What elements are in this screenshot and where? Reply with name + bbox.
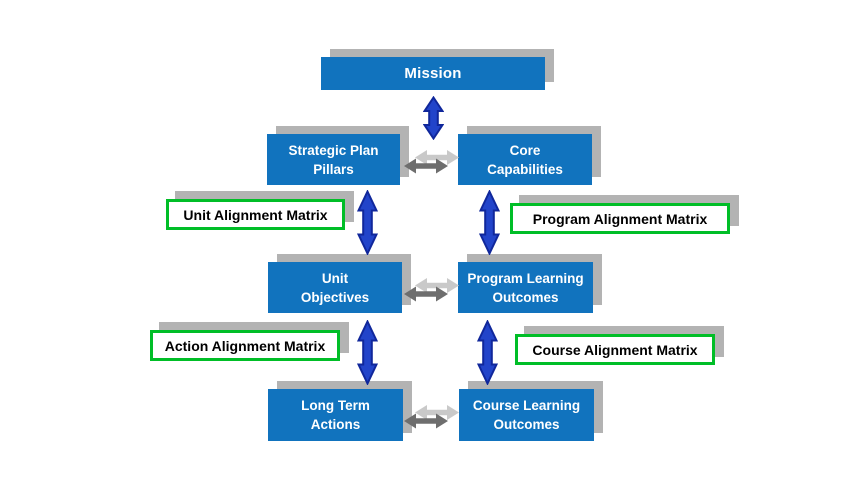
course-alignment-matrix-label: Course Alignment Matrix xyxy=(515,326,724,365)
core-capabilities-label: Core Capabilities xyxy=(487,142,563,177)
core-capabilities-box: Core Capabilities xyxy=(458,126,601,185)
course-learning-outcomes-label: Course Learning Outcomes xyxy=(472,398,581,432)
unit-alignment-matrix-label: Unit Alignment Matrix xyxy=(166,191,354,230)
course-learning-outcomes-box: Course Learning Outcomes xyxy=(459,381,603,441)
strategic-plan-pillars-label: Strategic Plan Pillars xyxy=(288,142,379,177)
unit-alignment-matrix-text: Unit Alignment Matrix xyxy=(183,206,328,223)
mission-label: Mission xyxy=(404,65,462,82)
program-learning-outcomes-label: Program Learning Outcomes xyxy=(467,270,584,305)
program-course-vertical-double-arrow-icon xyxy=(477,320,498,385)
pillars-unit-vertical-double-arrow-icon xyxy=(357,190,378,255)
course-alignment-matrix-text: Course Alignment Matrix xyxy=(532,341,698,358)
long-term-actions-box: Long Term Actions xyxy=(268,381,412,441)
unit-objectives-box: Unit Objectives xyxy=(268,254,411,313)
program-alignment-matrix-text: Program Alignment Matrix xyxy=(532,210,708,227)
long-term-actions-label: Long Term Actions xyxy=(301,398,370,432)
unit-longterm-vertical-double-arrow-icon xyxy=(357,320,378,385)
pillars-core-horizontal-double-arrow-icon xyxy=(404,150,459,174)
unit-program-horizontal-double-arrow-icon xyxy=(404,278,459,302)
strategic-plan-pillars-box: Strategic Plan Pillars xyxy=(267,126,409,185)
mission-vertical-double-arrow-icon xyxy=(423,96,444,140)
longterm-course-horizontal-double-arrow-icon xyxy=(404,405,459,429)
unit-objectives-label: Unit Objectives xyxy=(300,270,370,305)
mission-box: Mission xyxy=(321,49,554,90)
core-program-vertical-double-arrow-icon xyxy=(479,190,500,255)
program-learning-outcomes-box: Program Learning Outcomes xyxy=(458,254,602,313)
program-alignment-matrix-label: Program Alignment Matrix xyxy=(510,195,739,234)
action-alignment-matrix-label: Action Alignment Matrix xyxy=(150,322,349,361)
action-alignment-matrix-text: Action Alignment Matrix xyxy=(164,337,326,354)
